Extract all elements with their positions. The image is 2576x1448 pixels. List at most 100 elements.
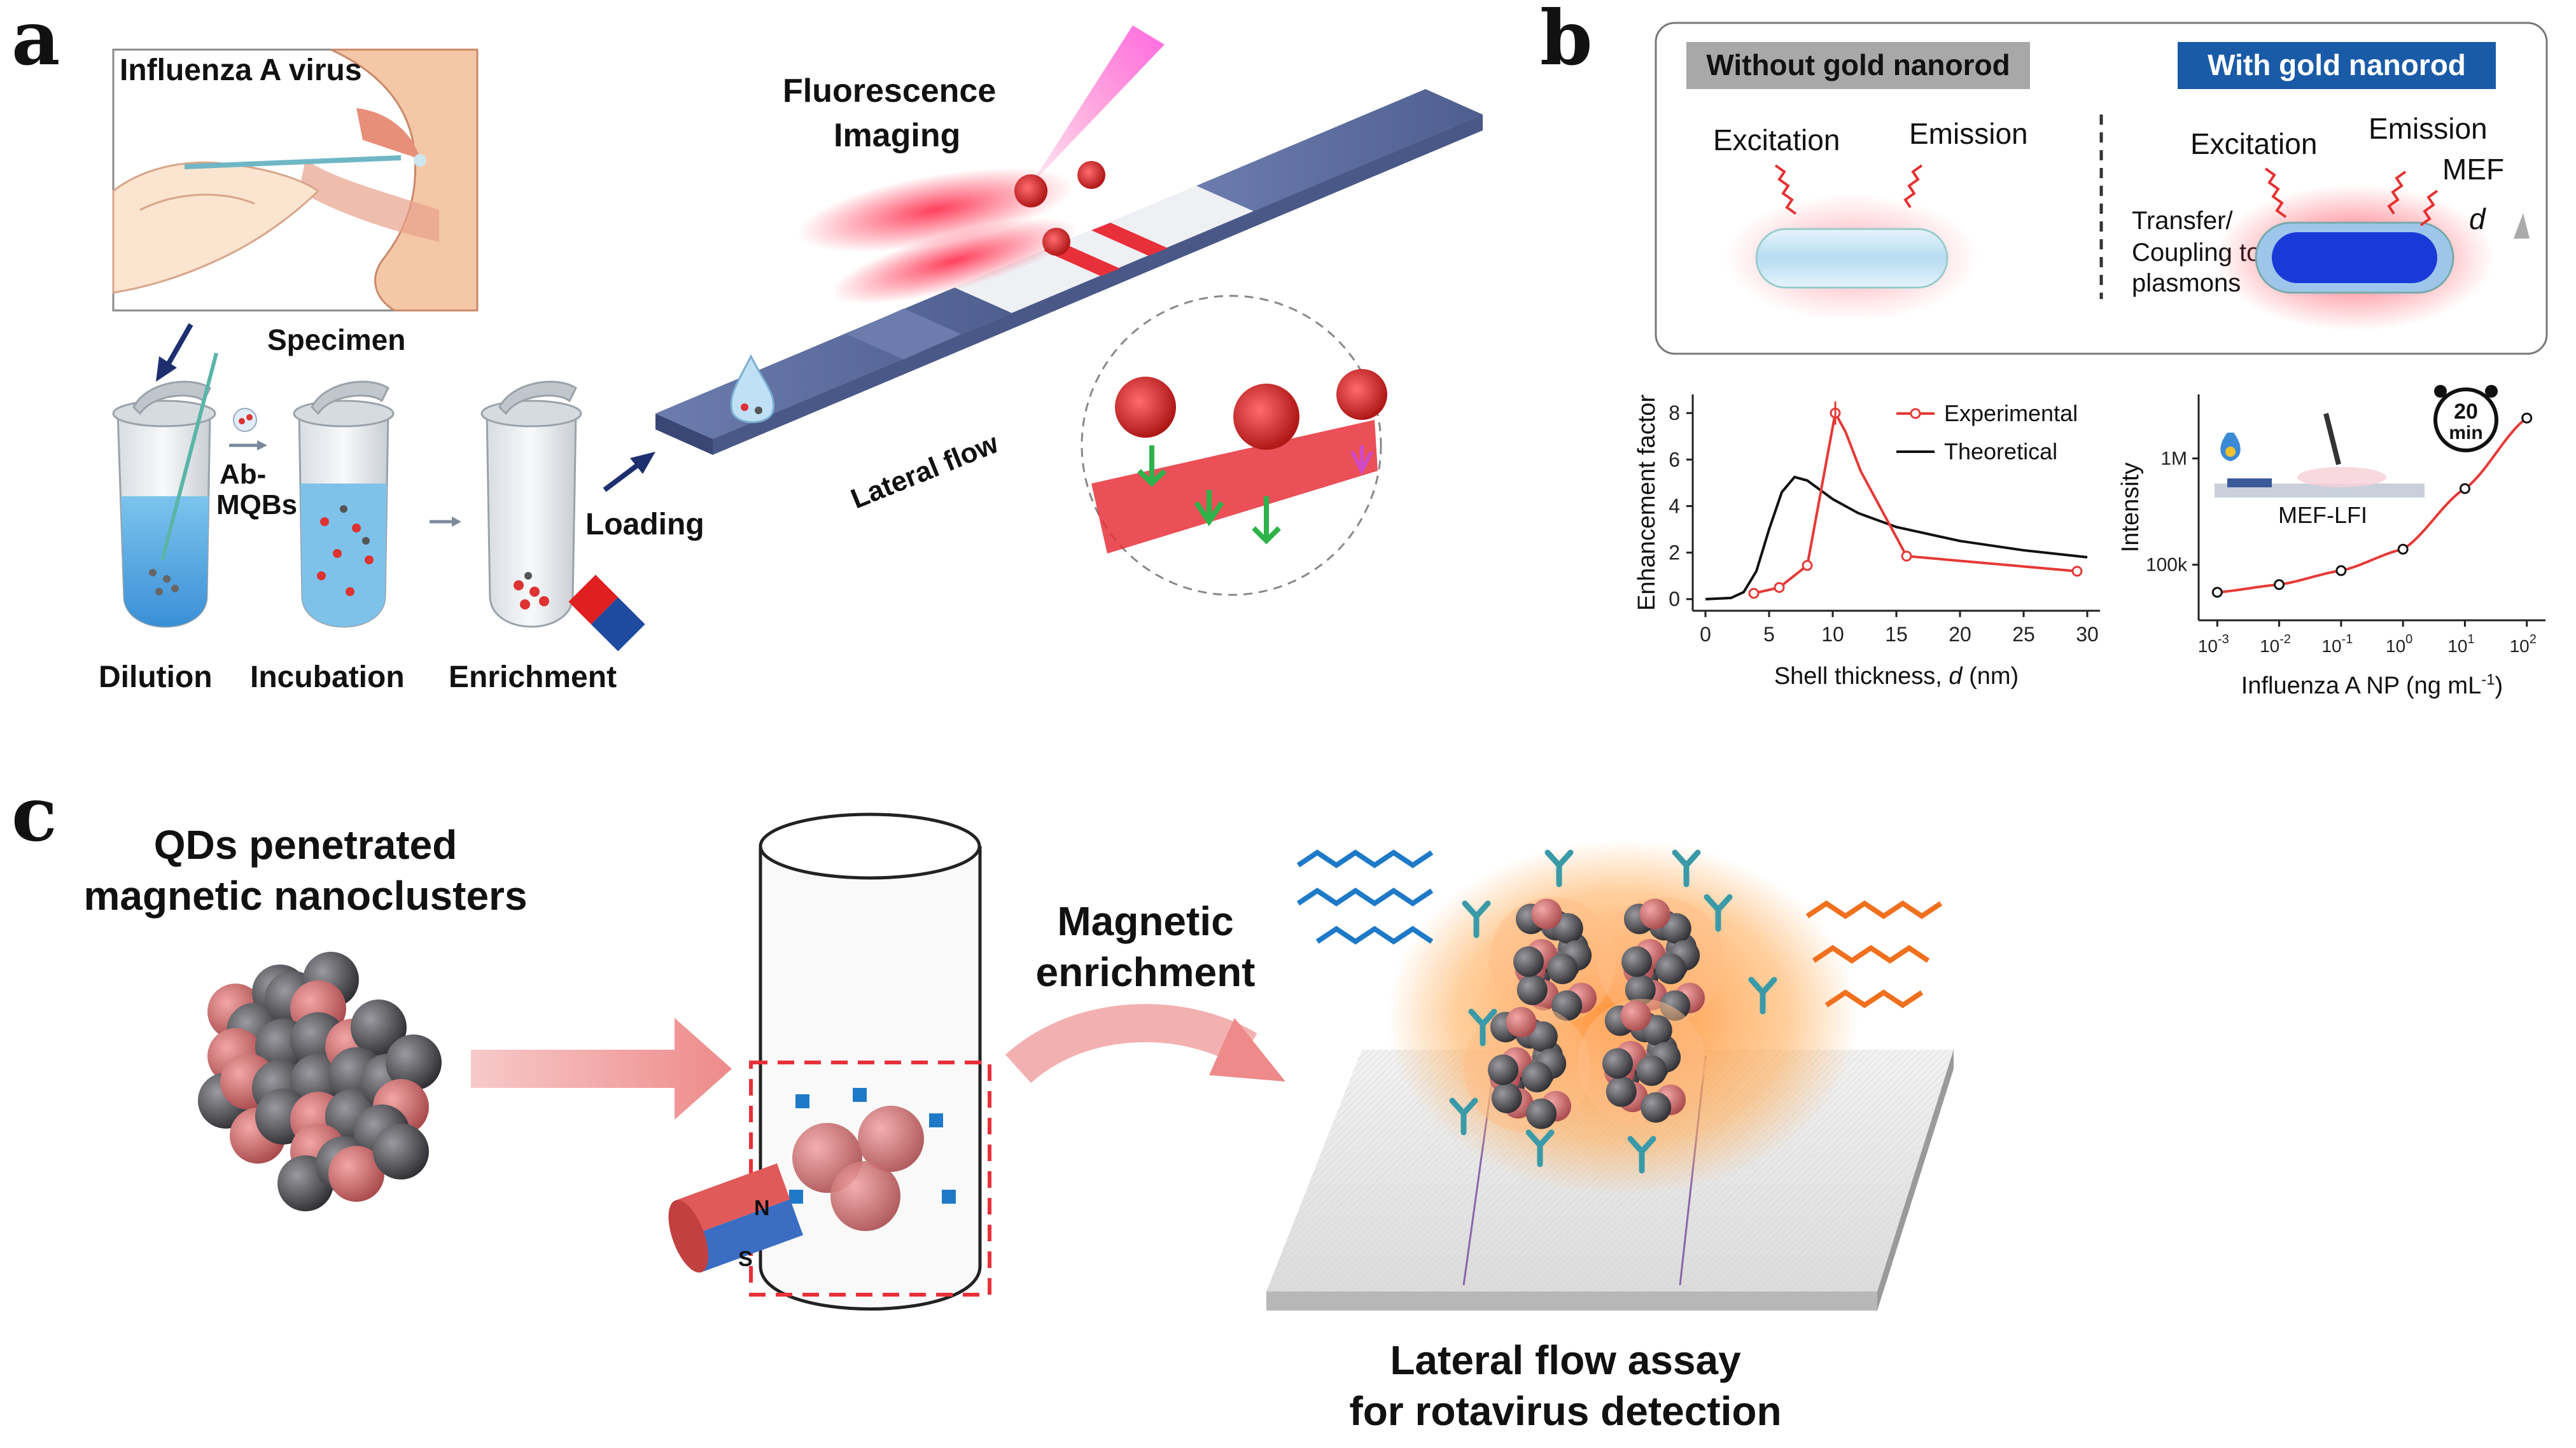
timer-value: 20 (2454, 400, 2478, 424)
emission-waves-icon (1805, 900, 1943, 1008)
fluorescence-label-2: Imaging (834, 117, 960, 154)
x-tick-label: 10 (1821, 623, 1844, 646)
excitation-right-label: Excitation (2190, 127, 2317, 160)
x-tick-label: 101 (2447, 632, 2474, 656)
qd-sphere (328, 1146, 384, 1202)
cluster-sphere (1513, 946, 1544, 977)
step-label-enrichment: Enrichment (449, 660, 617, 694)
antibody-icon (1627, 1136, 1656, 1174)
x-tick-label: 10-3 (2198, 632, 2229, 656)
loading-label: Loading (585, 508, 704, 541)
x-axis-label: Influenza A NP (ng mL-1) (2241, 671, 2503, 699)
emission-left-label: Emission (1909, 117, 2028, 150)
y-axis-label: Enhancement factor (1635, 394, 1660, 611)
inset-flashlight-icon (2323, 413, 2341, 465)
cluster-sphere (1602, 1048, 1634, 1079)
cluster-sphere (1491, 1082, 1522, 1113)
magnet-icon (568, 574, 645, 651)
qd-title-1: QDs penetrated (154, 822, 458, 868)
data-point (2274, 579, 2285, 590)
lfa-title-2: for rotavirus detection (1349, 1388, 1781, 1434)
x-tick-label: 100 (2386, 632, 2412, 656)
magnetic-sphere (373, 1124, 429, 1180)
qd-title-2: magnetic nanoclusters (83, 873, 527, 919)
data-point-experimental (1748, 588, 1760, 599)
cluster-sphere (1636, 1055, 1667, 1086)
inset-droplet-dot (2225, 447, 2236, 457)
enrichment-zone (749, 1061, 991, 1297)
excitation-waves-icon (1296, 849, 1434, 945)
transfer-label-1: Transfer/ (2132, 207, 2233, 235)
cluster-sphere (1639, 898, 1670, 929)
data-point-experimental (1901, 550, 1912, 562)
specimen-arrow (163, 323, 193, 370)
x-axis-label: Shell thickness, d (nm) (1774, 663, 2019, 690)
inset-glow (2297, 467, 2386, 487)
y-tick-label: 6 (1669, 448, 1680, 471)
lateral-flow-label: Lateral flow (846, 428, 1003, 515)
specimen-label: Specimen (267, 323, 405, 356)
x-tick-label: 15 (1885, 623, 1908, 646)
legend-label-theoretical: Theoretical (1944, 438, 2057, 464)
magnet-ns-icon (668, 1163, 804, 1273)
cluster-sphere (1531, 898, 1562, 929)
magnet-s-label: S (738, 1247, 753, 1271)
antibody-icon (1449, 1097, 1478, 1136)
with-gold-nanorod-label: With gold nanorod (2208, 48, 2466, 81)
data-point (2397, 543, 2409, 555)
antibody-icon (1525, 1129, 1555, 1167)
influenza-a-virus-label: Influenza A virus (120, 53, 362, 87)
cluster-sphere (1620, 1000, 1651, 1031)
antibody-icon (1462, 900, 1491, 938)
ab-label: Ab- (220, 459, 266, 490)
cluster-sphere (1547, 953, 1578, 984)
panel-letter-b: b (1540, 0, 1593, 82)
sample-droplet (730, 354, 775, 424)
data-point-experimental (2071, 566, 2083, 577)
cluster-sphere (1506, 1006, 1537, 1038)
x-tick-label: 5 (1763, 623, 1775, 646)
x-tick-label: 25 (2012, 623, 2035, 646)
series-line-experimental (1753, 409, 2078, 595)
data-point (2335, 565, 2347, 576)
cluster-sphere (1526, 1098, 1557, 1129)
y-tick-label: 4 (1669, 494, 1680, 517)
cluster-sphere (1621, 946, 1653, 977)
antibody-icon (1468, 1008, 1497, 1047)
x-tick-label: 0 (1700, 623, 1711, 646)
tube-enrichment (480, 380, 582, 628)
y-tick-label: 2 (1669, 541, 1680, 564)
magnetic-tube (749, 812, 991, 1311)
step-label-incubation: Incubation (250, 660, 405, 694)
cluster-sphere (1641, 1092, 1672, 1123)
cluster-sphere (1625, 974, 1656, 1005)
data-point (2521, 412, 2533, 424)
cluster-sphere (1488, 1054, 1519, 1085)
data-point-experimental (1802, 560, 1813, 571)
cluster-sphere (1551, 990, 1583, 1021)
x-tick-label: 20 (1949, 623, 1971, 646)
cluster-sphere (1606, 1076, 1637, 1107)
nanorod-left (1755, 228, 1949, 289)
with-gold-nanorod-tag (2178, 42, 2496, 89)
series-line-theoretical (1705, 475, 2088, 601)
data-point (2211, 587, 2223, 598)
fluorescence-label-1: Fluorescence (783, 73, 996, 109)
y-axis-label: Intensity (2117, 463, 2144, 553)
x-tick-label: 10-2 (2260, 632, 2291, 656)
nanorod-right-core (2272, 232, 2437, 283)
mef-lfi-label: MEF-LFI (2278, 502, 2367, 528)
antibody-icon (1544, 849, 1574, 888)
cluster-sphere (1655, 953, 1686, 984)
x-tick-label: 30 (2076, 623, 2099, 646)
nasal-swab-illustration (112, 48, 479, 312)
panel-letter-c: c (11, 770, 57, 858)
glowing-nanoclusters (1449, 849, 1777, 1174)
magnetic-sphere (386, 1034, 442, 1090)
lfa-title-1: Lateral flow assay (1390, 1337, 1741, 1383)
excitation-left-label: Excitation (1713, 123, 1840, 157)
panel-letter-a: a (11, 0, 60, 82)
x-tick-label: 102 (2510, 632, 2537, 656)
